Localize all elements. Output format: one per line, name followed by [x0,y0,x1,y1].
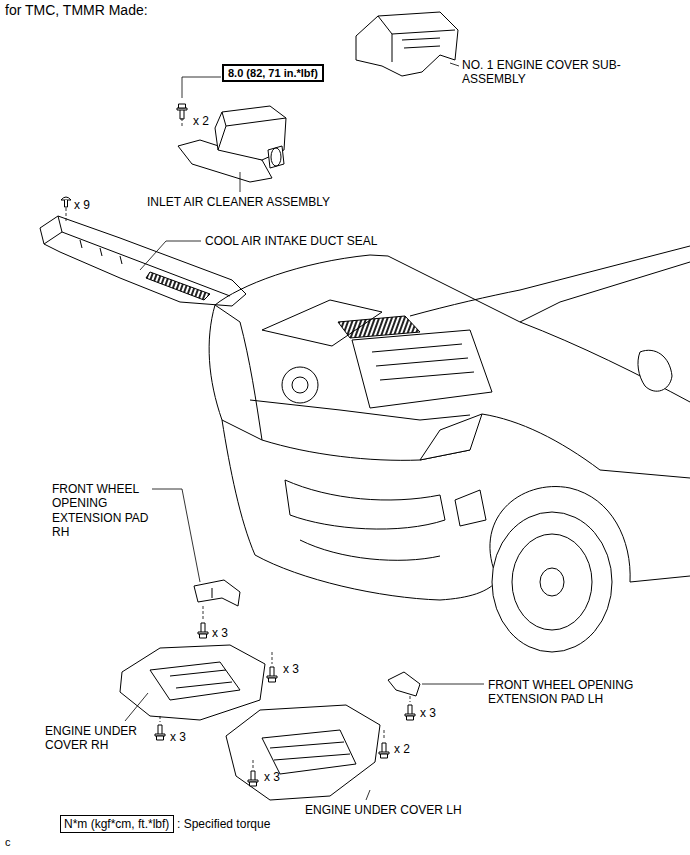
pad-rh [194,580,240,606]
engine-cover [356,12,458,76]
car-illustration [352,330,492,408]
dashed-lines [410,696,411,702]
fasteners [379,743,389,758]
air-cleaner [268,146,284,168]
quantity-label: x 9 [74,198,90,212]
torque-legend-box: N*m (kgf*cm, ft.*lbf) [60,815,174,833]
fasteners [267,667,277,682]
box-text: N*m (kgf*cm, ft.*lbf) [64,817,170,831]
car-illustration [520,262,690,322]
fasteners [198,623,208,638]
car-illustration [215,255,520,322]
pad-lh [388,672,420,696]
under-cover-rh [170,670,232,688]
under-cover-lh [262,730,356,774]
dashed-lines [272,652,273,664]
duct-seal [40,216,246,306]
leader-lines [182,77,221,98]
part-name: ENGINE UNDER COVER LH [305,803,462,817]
car-illustration [455,490,486,526]
dashed-lines [384,730,385,740]
car-illustration [285,480,445,529]
leader-lines [140,241,201,270]
leader-lines [422,684,484,685]
car-illustration [282,367,318,403]
pad-rh [194,580,240,606]
duct-seal [80,240,122,264]
part-name: FRONT WHEEL OPENING EXTENSION PAD RH [52,482,152,540]
car-illustration [250,400,470,420]
fasteners [61,197,71,207]
under-cover-lh [270,742,350,760]
leader-lines [366,790,370,800]
car-illustration [638,350,672,391]
duct-seal [146,272,210,300]
car-illustration [209,246,690,652]
duct-seal [44,216,230,296]
torque-box: 8.0 (82, 71 in.*lbf) [222,64,324,82]
part-name: COOL AIR INTAKE DUCT SEAL [205,234,378,248]
car-illustration [482,414,690,478]
page-title: for TMC, TMMR Made: [5,2,148,19]
car-illustration [420,414,482,460]
dashed-lines [160,716,161,722]
leader-lines [152,489,200,582]
car-illustration [520,322,690,402]
box-text: 8.0 (82, 71 in.*lbf) [228,67,318,79]
under-cover-rh [120,645,265,720]
quantity-label: x 3 [283,662,299,676]
dashed-lines [253,760,254,768]
part-name: NO. 1 ENGINE COVER SUB-ASSEMBLY [462,58,622,87]
car-illustration [300,540,440,560]
quantity-label: x 2 [394,742,410,756]
quantity-label: x 3 [170,730,186,744]
part-name: FRONT WHEEL OPENING EXTENSION PAD LH [488,678,663,707]
leader-lines [450,63,459,66]
leader-lines [240,172,241,192]
dashed-lines [66,118,410,768]
under-cover-lh [226,705,380,800]
fasteners [61,104,415,786]
dashed-lines [66,208,67,222]
fasteners [155,725,165,740]
under-cover-rh [150,662,240,700]
part-name: INLET AIR CLEANER ASSEMBLY [147,195,330,209]
pad-rh [212,588,213,598]
part-name: ENGINE UNDER COVER RH [45,724,157,753]
quantity-label: x 3 [420,706,436,720]
quantity-label: x 2 [193,114,209,128]
car-illustration [410,246,690,316]
engine-cover [378,16,455,62]
under-cover-rh [120,645,265,720]
duct-seal [40,216,246,306]
air-cleaner [178,106,286,182]
air-cleaner [271,148,281,166]
fasteners [248,771,258,786]
leader-lines [125,693,148,721]
car-illustration [338,316,420,338]
quantity-label: x 3 [264,770,280,784]
car-illustration [492,512,612,652]
car-illustration [540,568,564,596]
fasteners [405,705,415,720]
leader-lines [125,63,484,800]
car-illustration [209,305,262,440]
figure-code: c [5,836,11,849]
car-illustration [512,534,592,630]
dashed-lines [182,118,183,128]
pad-lh [388,672,420,696]
under-cover-lh [226,705,380,800]
air-cleaner [218,112,286,150]
dashed-lines [203,606,204,620]
engine-cover [356,12,458,76]
engine-cover [402,38,440,48]
car-illustration [292,377,308,393]
car-illustration [630,576,690,582]
legend-text: : Specified torque [177,817,270,831]
fasteners [177,104,187,119]
quantity-label: x 3 [212,626,228,640]
car-illustration [372,344,474,380]
